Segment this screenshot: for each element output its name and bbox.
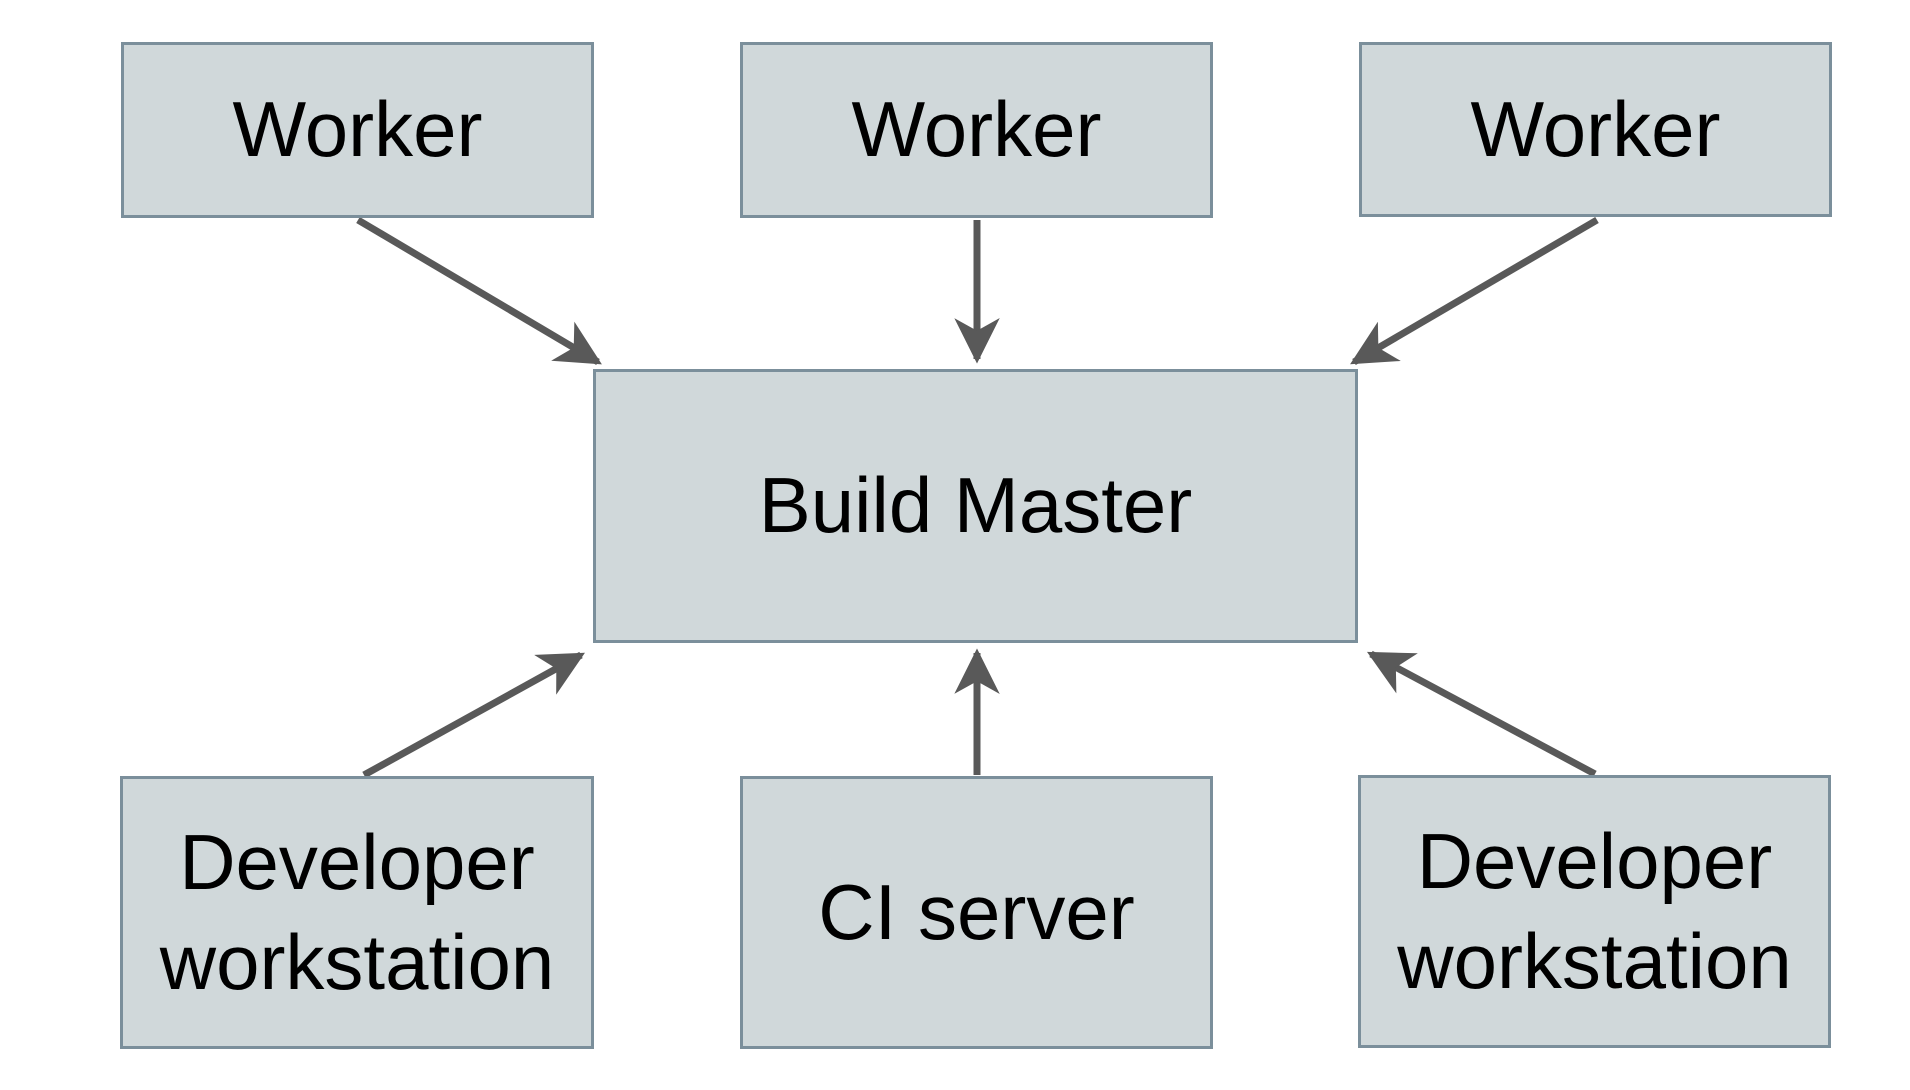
node-worker-right: Worker [1359,42,1832,217]
node-worker-left-label: Worker [232,85,483,174]
node-dev-workstation-left: Developer workstation [120,776,594,1049]
arrow-worker-right-to-build-master [1350,216,1599,366]
arrow-worker-left-to-build-master [356,216,602,366]
arrow-dev-workstation-left-to-build-master [362,651,585,779]
arrow-dev-workstation-right-to-build-master [1366,650,1597,778]
node-ci-server-label: CI server [818,867,1135,956]
node-worker-right-label: Worker [1470,84,1721,173]
node-dev-workstation-left-label: Developer workstation [159,818,555,1006]
node-ci-server: CI server [740,776,1213,1049]
node-dev-workstation-right-label: Developer workstation [1397,817,1792,1005]
node-worker-center: Worker [740,42,1213,218]
node-worker-left: Worker [121,42,594,218]
node-build-master-label: Build Master [758,461,1193,550]
node-worker-center-label: Worker [851,85,1102,174]
node-dev-workstation-right: Developer workstation [1358,775,1831,1048]
node-build-master: Build Master [593,369,1358,643]
